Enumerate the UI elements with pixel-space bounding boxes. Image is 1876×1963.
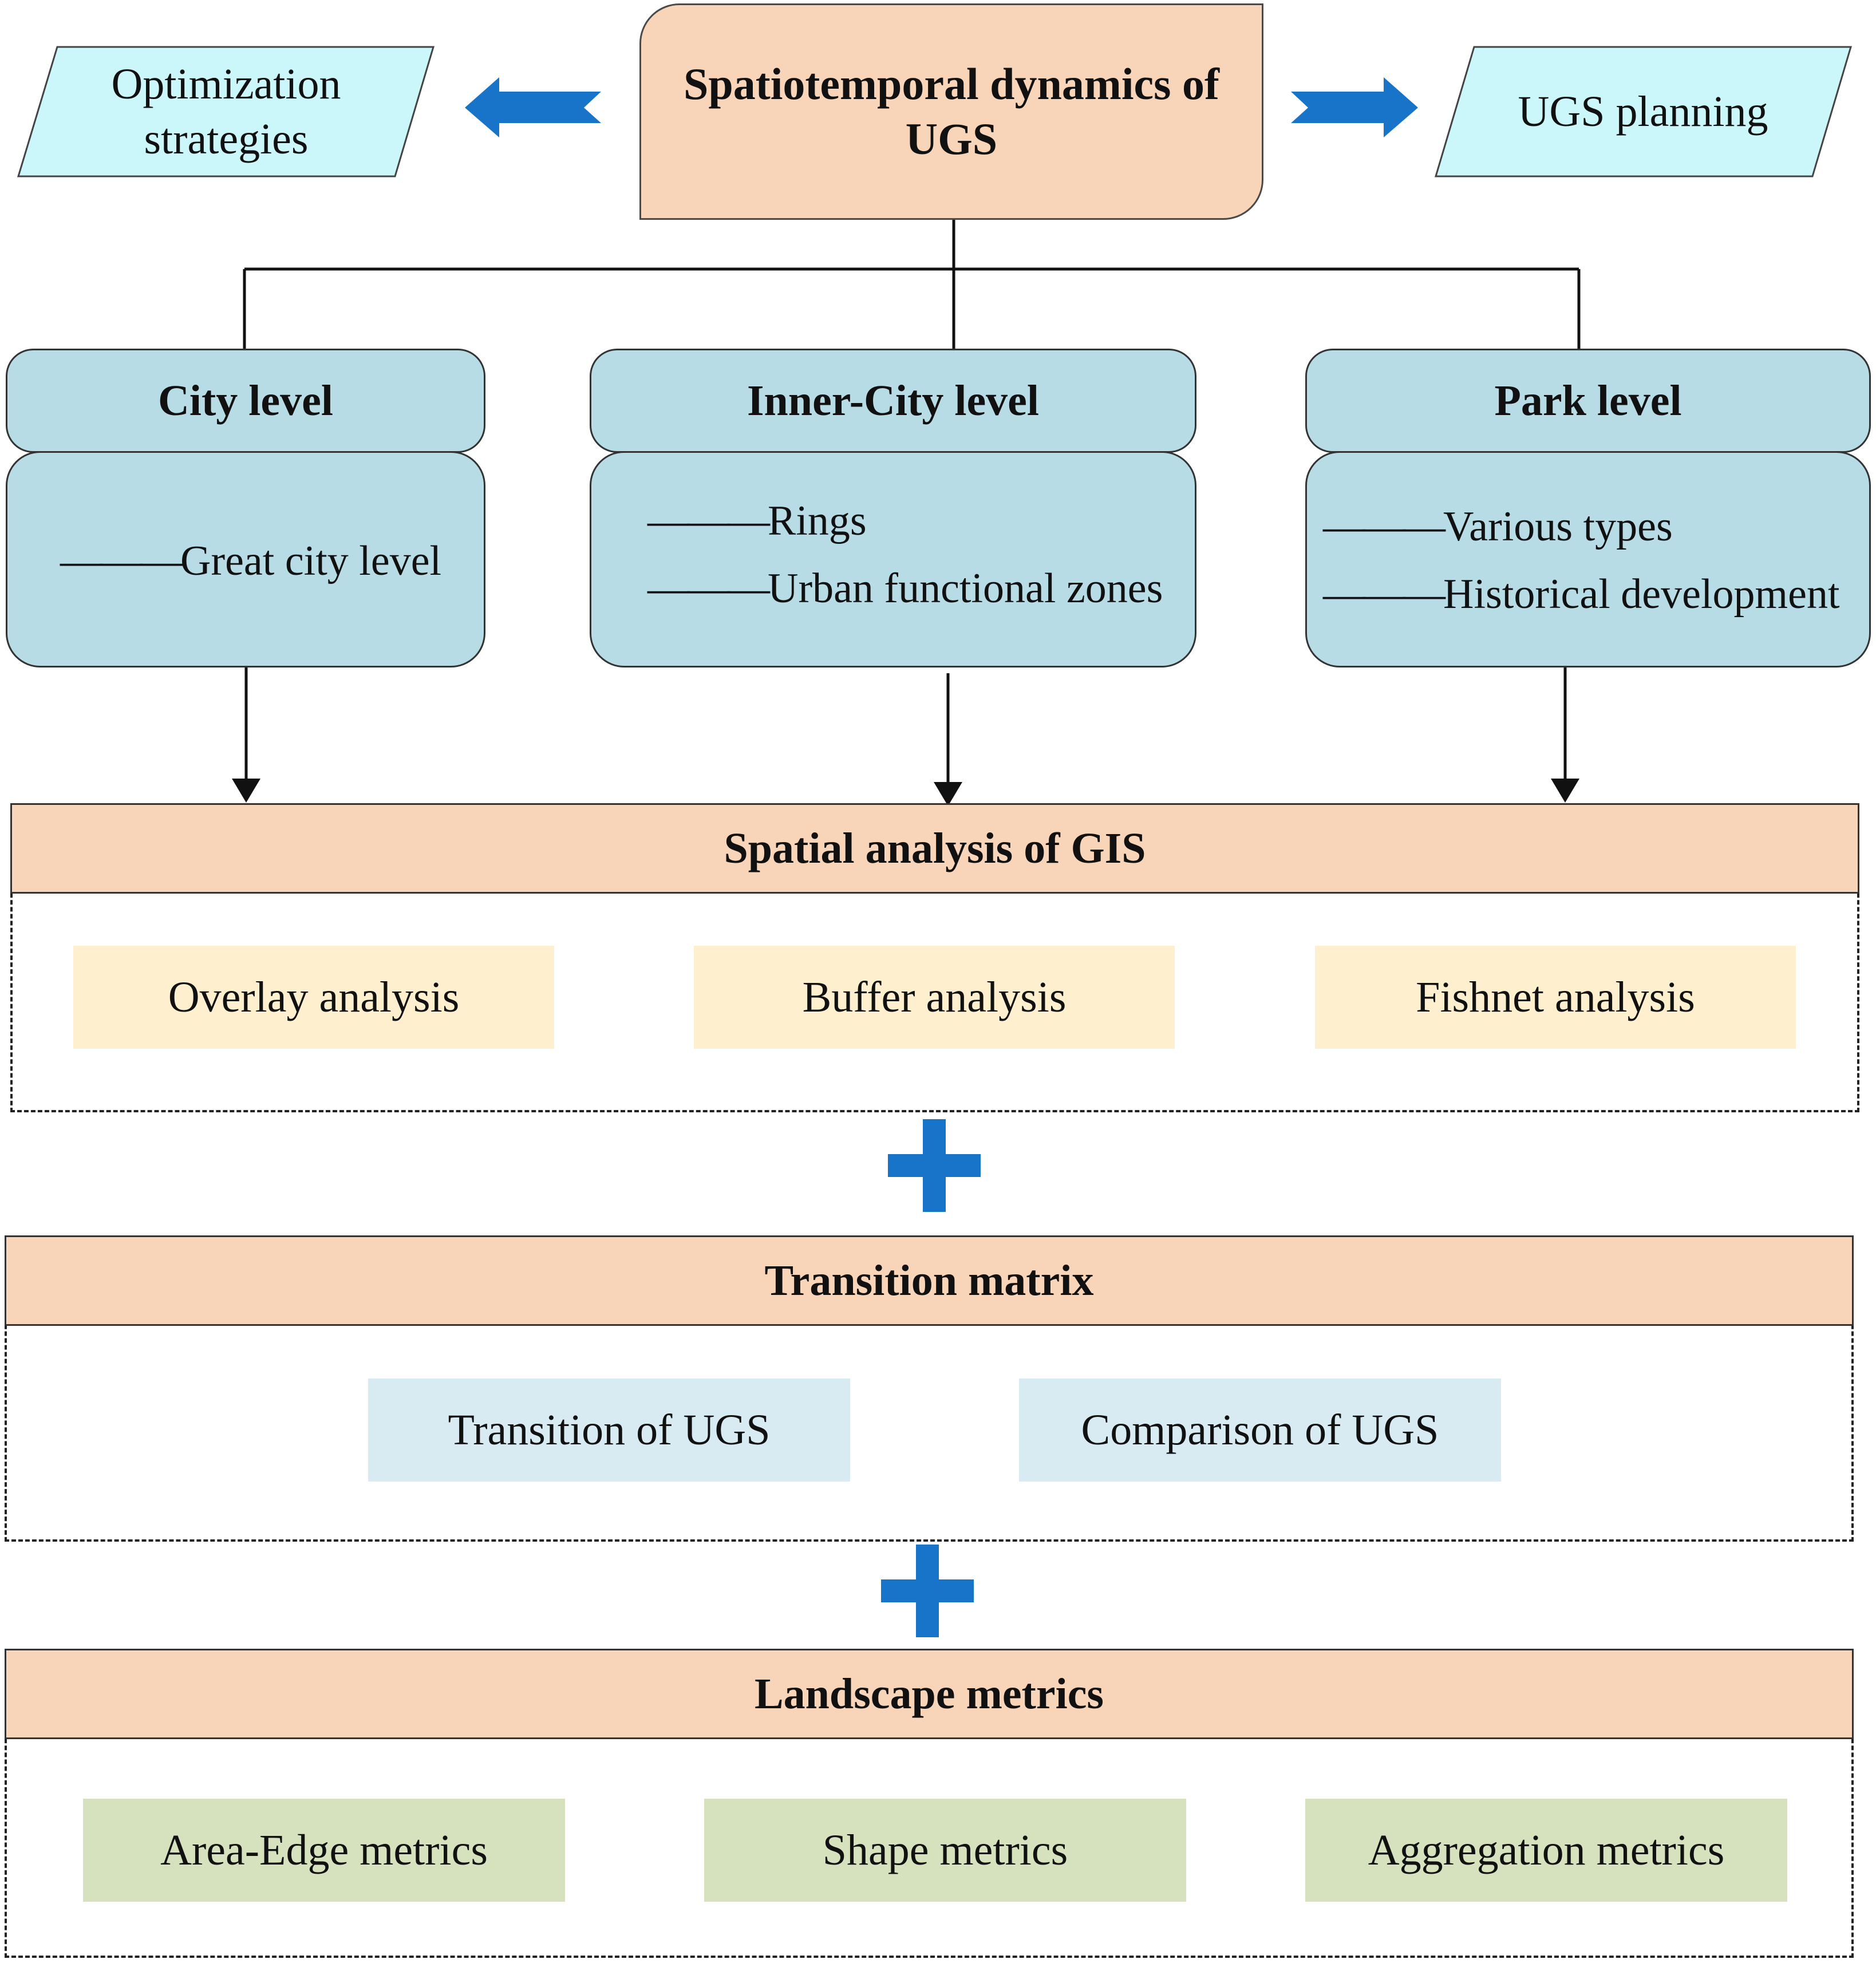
level-head-city: City level [6, 349, 485, 453]
optimization-parallelogram [17, 46, 435, 177]
list-item: ———Rings [647, 497, 867, 544]
down-arrows [244, 668, 1567, 790]
list-item: ———Great city level [60, 538, 442, 584]
down-arrow-icon [934, 782, 962, 806]
chip-aggregation-metrics: Aggregation metrics [1305, 1799, 1787, 1902]
level-head-park: Park level [1305, 349, 1871, 453]
optimization-strategies-label: Optimization strategies [111, 60, 341, 163]
list-item: ———Historical development [1323, 571, 1840, 618]
down-arrow-icon [232, 779, 260, 803]
list-item: ———Various types [1323, 503, 1673, 550]
plus-icon [881, 1579, 974, 1602]
chip-fishnet-analysis: Fishnet analysis [1315, 946, 1796, 1049]
chip-shape-metrics: Shape metrics [704, 1799, 1186, 1902]
section-head-transition-matrix: Transition matrix [5, 1235, 1854, 1326]
list-item: ———Urban functional zones [647, 565, 1163, 612]
right-arrow-icon [1291, 77, 1418, 137]
tree-connectors [243, 220, 1581, 349]
chip-buffer-analysis: Buffer analysis [694, 946, 1175, 1049]
ugs-planning-label: UGS planning [1518, 88, 1768, 136]
chip-comparison-of-ugs: Comparison of UGS [1019, 1379, 1501, 1482]
chip-transition-of-ugs: Transition of UGS [368, 1379, 850, 1482]
left-arrow-icon [465, 77, 601, 137]
down-arrow-icon [1551, 779, 1579, 803]
level-body-park: ———Various types ———Historical developme… [1305, 451, 1871, 668]
planning-parallelogram [1434, 46, 1853, 177]
chip-area-edge-metrics: Area-Edge metrics [83, 1799, 565, 1902]
section-head-landscape-metrics: Landscape metrics [5, 1649, 1854, 1739]
level-head-inner-city: Inner-City level [590, 349, 1196, 453]
main-title-box: Spatiotemporal dynamics of UGS [639, 3, 1263, 220]
plus-icon [888, 1154, 981, 1177]
chip-overlay-analysis: Overlay analysis [73, 946, 554, 1049]
level-body-city: ———Great city level [6, 451, 485, 668]
level-body-inner-city: ———Rings ———Urban functional zones [590, 451, 1196, 668]
main-title: Spatiotemporal dynamics of UGS [684, 59, 1219, 164]
section-head-spatial-analysis: Spatial analysis of GIS [10, 803, 1859, 894]
